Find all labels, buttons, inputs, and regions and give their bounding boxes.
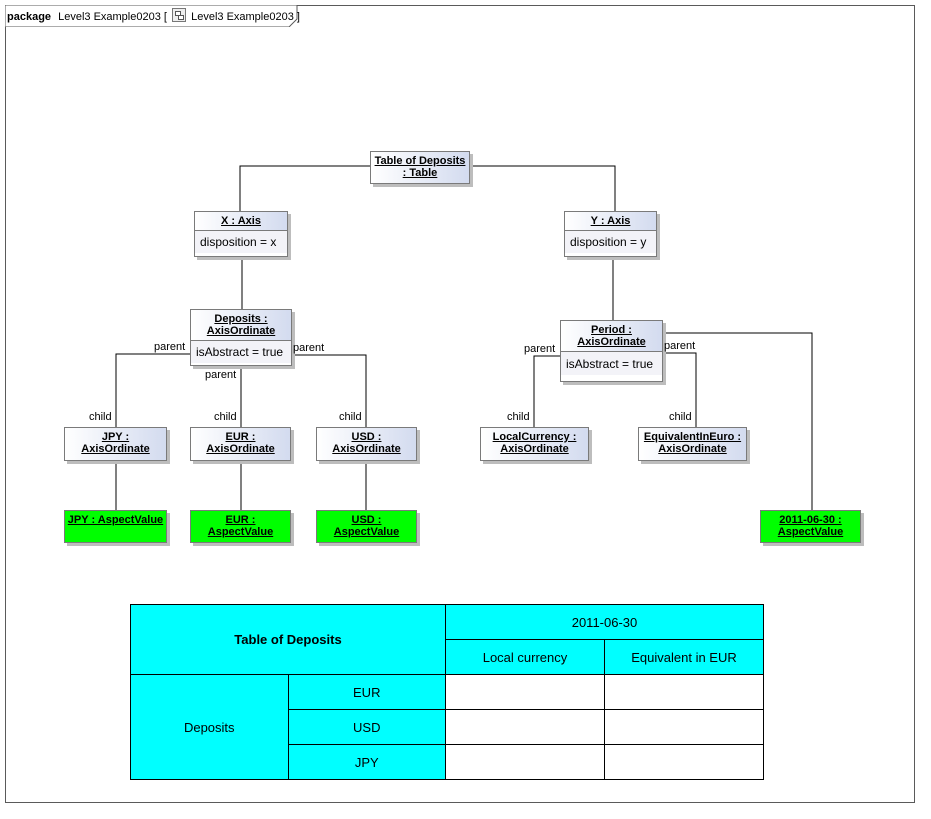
row-header-usd: USD — [287, 709, 446, 745]
row-header-eur: EUR — [287, 674, 446, 710]
local-currency-header-cell: Local currency — [445, 639, 605, 675]
date-header: 2011-06-30 — [571, 614, 638, 630]
usd-ordinate-node[interactable]: USD : AxisOrdinate — [316, 427, 417, 461]
diagram-icon — [172, 8, 187, 22]
cell-usd-local — [445, 709, 605, 745]
period-is-abstract: isAbstract = true — [561, 351, 662, 375]
edge-period-date — [662, 332, 813, 510]
date-header-cell: 2011-06-30 — [445, 604, 764, 640]
package-tab — [5, 5, 298, 27]
package-keyword: package — [7, 11, 52, 23]
period-ordinate-title: Period : AxisOrdinate — [561, 321, 662, 351]
equivalent-in-euro-ordinate-node[interactable]: EquivalentInEuro : AxisOrdinate — [638, 427, 747, 461]
eur-aspect-value-title: EUR : AspectValue — [207, 514, 274, 538]
deposits-parent-label-mid: parent — [205, 369, 237, 381]
package-name: Level3 Example0203 — [58, 11, 161, 23]
period-ordinate-node[interactable]: Period : AxisOrdinate isAbstract = true — [560, 320, 663, 382]
x-axis-node[interactable]: X : Axis disposition = x — [194, 211, 288, 257]
usd-aspect-value-title: USD : AspectValue — [333, 514, 400, 538]
eur-ordinate-title: EUR : AxisOrdinate — [191, 428, 290, 460]
deposits-is-abstract: isAbstract = true — [191, 340, 291, 363]
edge-deposits-usd — [291, 354, 367, 427]
usd-ordinate-title: USD : AxisOrdinate — [317, 428, 416, 460]
usd-child-label: child — [339, 411, 362, 423]
equivalent-eur-header: Equivalent in EUR — [631, 649, 737, 665]
date-aspect-value-title: 2011-06-30 : AspectValue — [777, 514, 844, 538]
usd-aspect-value-node[interactable]: USD : AspectValue — [316, 510, 417, 543]
y-axis-node[interactable]: Y : Axis disposition = y — [564, 211, 657, 257]
edge-deposits-jpy — [115, 353, 191, 427]
jpy-ordinate-title: JPY : AxisOrdinate — [65, 428, 166, 460]
deposits-ordinate-node[interactable]: Deposits : AxisOrdinate isAbstract = tru… — [190, 309, 292, 366]
deposits-layout-table: Table of Deposits 2011-06-30 Local curre… — [130, 604, 764, 780]
row-header-jpy: JPY — [287, 744, 446, 780]
row-label-usd: USD — [353, 719, 381, 735]
row-label-jpy: JPY — [354, 754, 379, 770]
diagram-frame — [5, 5, 915, 803]
local-child-label: child — [507, 411, 530, 423]
package-header: package Level3 Example0203 [ Level3 Exam… — [7, 8, 300, 23]
jpy-aspect-value-node[interactable]: JPY : AspectValue — [64, 510, 167, 543]
eur-ordinate-node[interactable]: EUR : AxisOrdinate — [190, 427, 291, 461]
local-currency-header: Local currency — [482, 649, 568, 665]
table-node-title: Table of Deposits : Table — [371, 152, 469, 183]
equivalent-in-euro-ordinate-title: EquivalentInEuro : AxisOrdinate — [639, 428, 746, 460]
jpy-aspect-value-title: JPY : AspectValue — [67, 514, 164, 526]
local-currency-ordinate-title: LocalCurrency : AxisOrdinate — [481, 428, 588, 460]
deposits-parent-label-left: parent — [154, 341, 186, 353]
row-label-eur: EUR — [353, 684, 381, 700]
bracket-open: [ — [163, 11, 167, 23]
table-node[interactable]: Table of Deposits : Table — [370, 151, 470, 184]
edge-table-y — [470, 165, 616, 211]
jpy-ordinate-node[interactable]: JPY : AxisOrdinate — [64, 427, 167, 461]
cell-jpy-equiv — [604, 744, 764, 780]
deposits-row-group-cell: Deposits — [130, 674, 289, 780]
y-axis-title: Y : Axis — [565, 212, 656, 230]
jpy-child-label: child — [89, 411, 112, 423]
eur-aspect-value-node[interactable]: EUR : AspectValue — [190, 510, 291, 543]
y-axis-disposition: disposition = y — [565, 230, 656, 253]
cell-usd-equiv — [604, 709, 764, 745]
equiv-child-label: child — [669, 411, 692, 423]
cell-eur-equiv — [604, 674, 764, 710]
equivalent-eur-header-cell: Equivalent in EUR — [604, 639, 764, 675]
period-parent-label-right: parent — [664, 340, 696, 352]
eur-child-label: child — [214, 411, 237, 423]
table-title: Table of Deposits — [234, 632, 342, 647]
date-aspect-value-node[interactable]: 2011-06-30 : AspectValue — [760, 510, 861, 543]
local-currency-ordinate-node[interactable]: LocalCurrency : AxisOrdinate — [480, 427, 589, 461]
bracket-close: ] — [296, 11, 300, 23]
deposits-ordinate-title: Deposits : AxisOrdinate — [191, 310, 291, 340]
period-parent-label-left: parent — [524, 343, 556, 355]
cell-eur-local — [445, 674, 605, 710]
x-axis-title: X : Axis — [195, 212, 287, 230]
diagram-name: Level3 Example0203 — [191, 11, 294, 23]
cell-jpy-local — [445, 744, 605, 780]
edge-period-local — [533, 355, 560, 427]
deposits-parent-label-right: parent — [293, 342, 325, 354]
edge-period-equiv — [662, 352, 697, 427]
edge-table-x — [239, 165, 370, 211]
table-title-cell: Table of Deposits — [130, 604, 446, 675]
deposits-row-group: Deposits — [183, 719, 235, 735]
x-axis-disposition: disposition = x — [195, 230, 287, 253]
